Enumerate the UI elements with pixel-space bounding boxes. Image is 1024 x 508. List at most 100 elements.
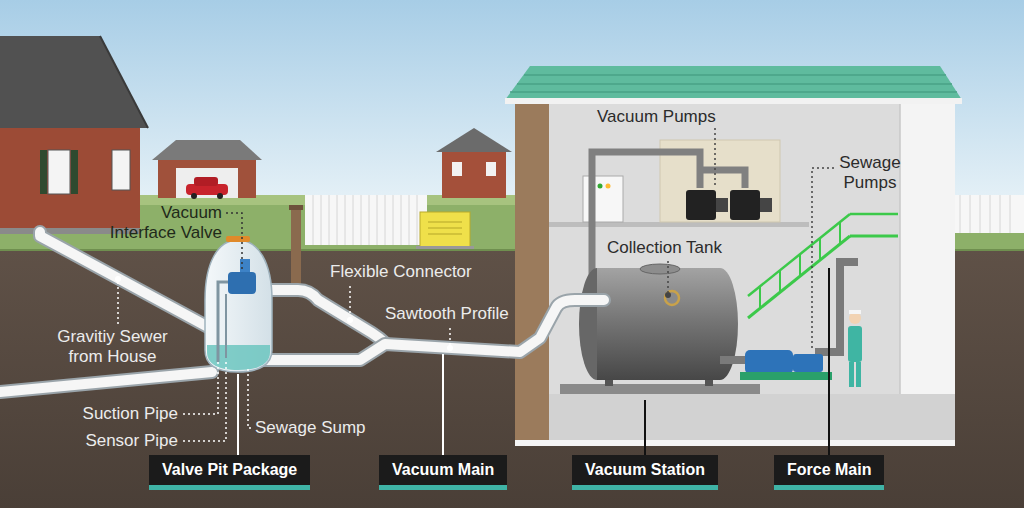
vacuum-station-building <box>549 104 900 394</box>
collection-tank <box>560 264 760 394</box>
collection-tank <box>640 264 680 274</box>
section-tag-text: Valve Pit Package <box>162 460 297 479</box>
section-tag-text: Force Main <box>787 460 871 479</box>
vacuum-pumps <box>760 198 772 212</box>
stairs <box>850 213 898 216</box>
sewage-pumps <box>740 372 832 380</box>
pipes <box>256 290 386 344</box>
leader-lines <box>714 128 716 186</box>
person <box>849 310 861 314</box>
fence <box>313 195 417 245</box>
part-label-text: Sawtooth Profile <box>385 304 509 324</box>
part-label: Suction Pipe <box>58 404 178 424</box>
valve-pit <box>240 259 250 273</box>
valve-pit <box>218 282 228 362</box>
leader-lines <box>115 276 121 282</box>
house <box>100 36 148 128</box>
leader-lines <box>349 286 351 316</box>
person <box>848 310 862 387</box>
garage <box>152 140 262 199</box>
part-label-text: Sewage Pumps <box>830 153 910 193</box>
person <box>849 362 854 387</box>
vacuum-station-building <box>505 66 962 446</box>
vacuum-pumps <box>716 198 728 212</box>
vacuum-pumps <box>730 190 760 220</box>
vacuum-station-building <box>505 98 962 104</box>
vacuum-station-building <box>899 104 901 394</box>
house <box>71 150 78 194</box>
leader-lines <box>226 213 242 270</box>
part-label: Gravitiy Sewer from House <box>50 327 175 367</box>
section-tag: Force Main <box>774 455 884 490</box>
far-house <box>452 162 462 176</box>
far-house <box>486 162 496 176</box>
leader-lines <box>644 400 646 455</box>
leader-lines <box>812 168 834 348</box>
pipes <box>256 290 386 344</box>
garage <box>191 193 197 199</box>
part-label-text: Sensor Pipe <box>58 431 178 451</box>
leader-lines <box>117 282 119 324</box>
leader-lines <box>183 362 218 414</box>
house <box>48 150 70 194</box>
house <box>112 150 130 190</box>
leader-lines <box>828 268 830 455</box>
sewage-pumps <box>720 262 858 380</box>
pipes <box>0 232 604 392</box>
vacuum-station-building <box>515 440 955 446</box>
part-label: Sawtooth Profile <box>385 304 509 324</box>
generator <box>420 212 470 248</box>
section-tag: Vacuum Main <box>379 455 507 490</box>
leader-lines <box>115 128 834 455</box>
pipes <box>0 372 212 392</box>
collection-tank <box>560 384 760 394</box>
vacuum-station-building <box>510 75 957 92</box>
section-tag-text: Vacuum Station <box>585 460 705 479</box>
valve-pit <box>225 294 227 358</box>
vent-pipe <box>289 205 303 210</box>
vacuum-station-building <box>606 184 611 189</box>
part-label-text: Sewage Sump <box>255 418 366 438</box>
sewage-pumps <box>720 262 858 360</box>
section-tag-text: Vacuum Main <box>392 460 494 479</box>
part-label-text: Vacuum Pumps <box>597 107 716 127</box>
stairs <box>850 235 898 238</box>
vacuum-station-building <box>549 104 955 445</box>
far-house <box>442 150 506 198</box>
vacuum-pumps <box>686 190 716 220</box>
fence <box>305 195 427 245</box>
vent-pipe <box>291 208 301 292</box>
pipes <box>40 232 210 328</box>
garage <box>158 158 256 198</box>
generator <box>416 212 474 251</box>
pipes <box>40 232 210 328</box>
leader-lines <box>667 261 669 292</box>
generator <box>428 222 462 234</box>
house <box>0 36 148 128</box>
house <box>0 125 140 232</box>
leader-lines <box>248 366 251 428</box>
part-label: Flexible Connector <box>330 262 472 282</box>
vacuum-station-building <box>900 104 955 445</box>
far-house <box>436 128 512 152</box>
vacuum-station-building <box>549 394 955 445</box>
person <box>856 362 861 387</box>
section-tag: Vacuum Station <box>572 455 718 490</box>
garage <box>176 168 238 198</box>
leader-lines <box>442 354 444 455</box>
vacuum-station-building <box>598 184 603 189</box>
pipes <box>0 372 212 392</box>
part-label: Collection Tank <box>607 238 722 258</box>
sewage-pumps <box>745 350 793 374</box>
section-tag: Valve Pit Package <box>149 455 310 490</box>
part-label: Vacuum Pumps <box>597 107 716 127</box>
far-house <box>436 128 512 198</box>
part-label: Sensor Pipe <box>58 431 178 451</box>
vacuum-station-building <box>515 104 549 445</box>
part-label-text: Flexible Connector <box>330 262 472 282</box>
sewage-pumps <box>793 354 823 372</box>
leader-lines <box>183 360 226 441</box>
valve-pit <box>205 240 272 372</box>
stairs <box>748 236 850 318</box>
